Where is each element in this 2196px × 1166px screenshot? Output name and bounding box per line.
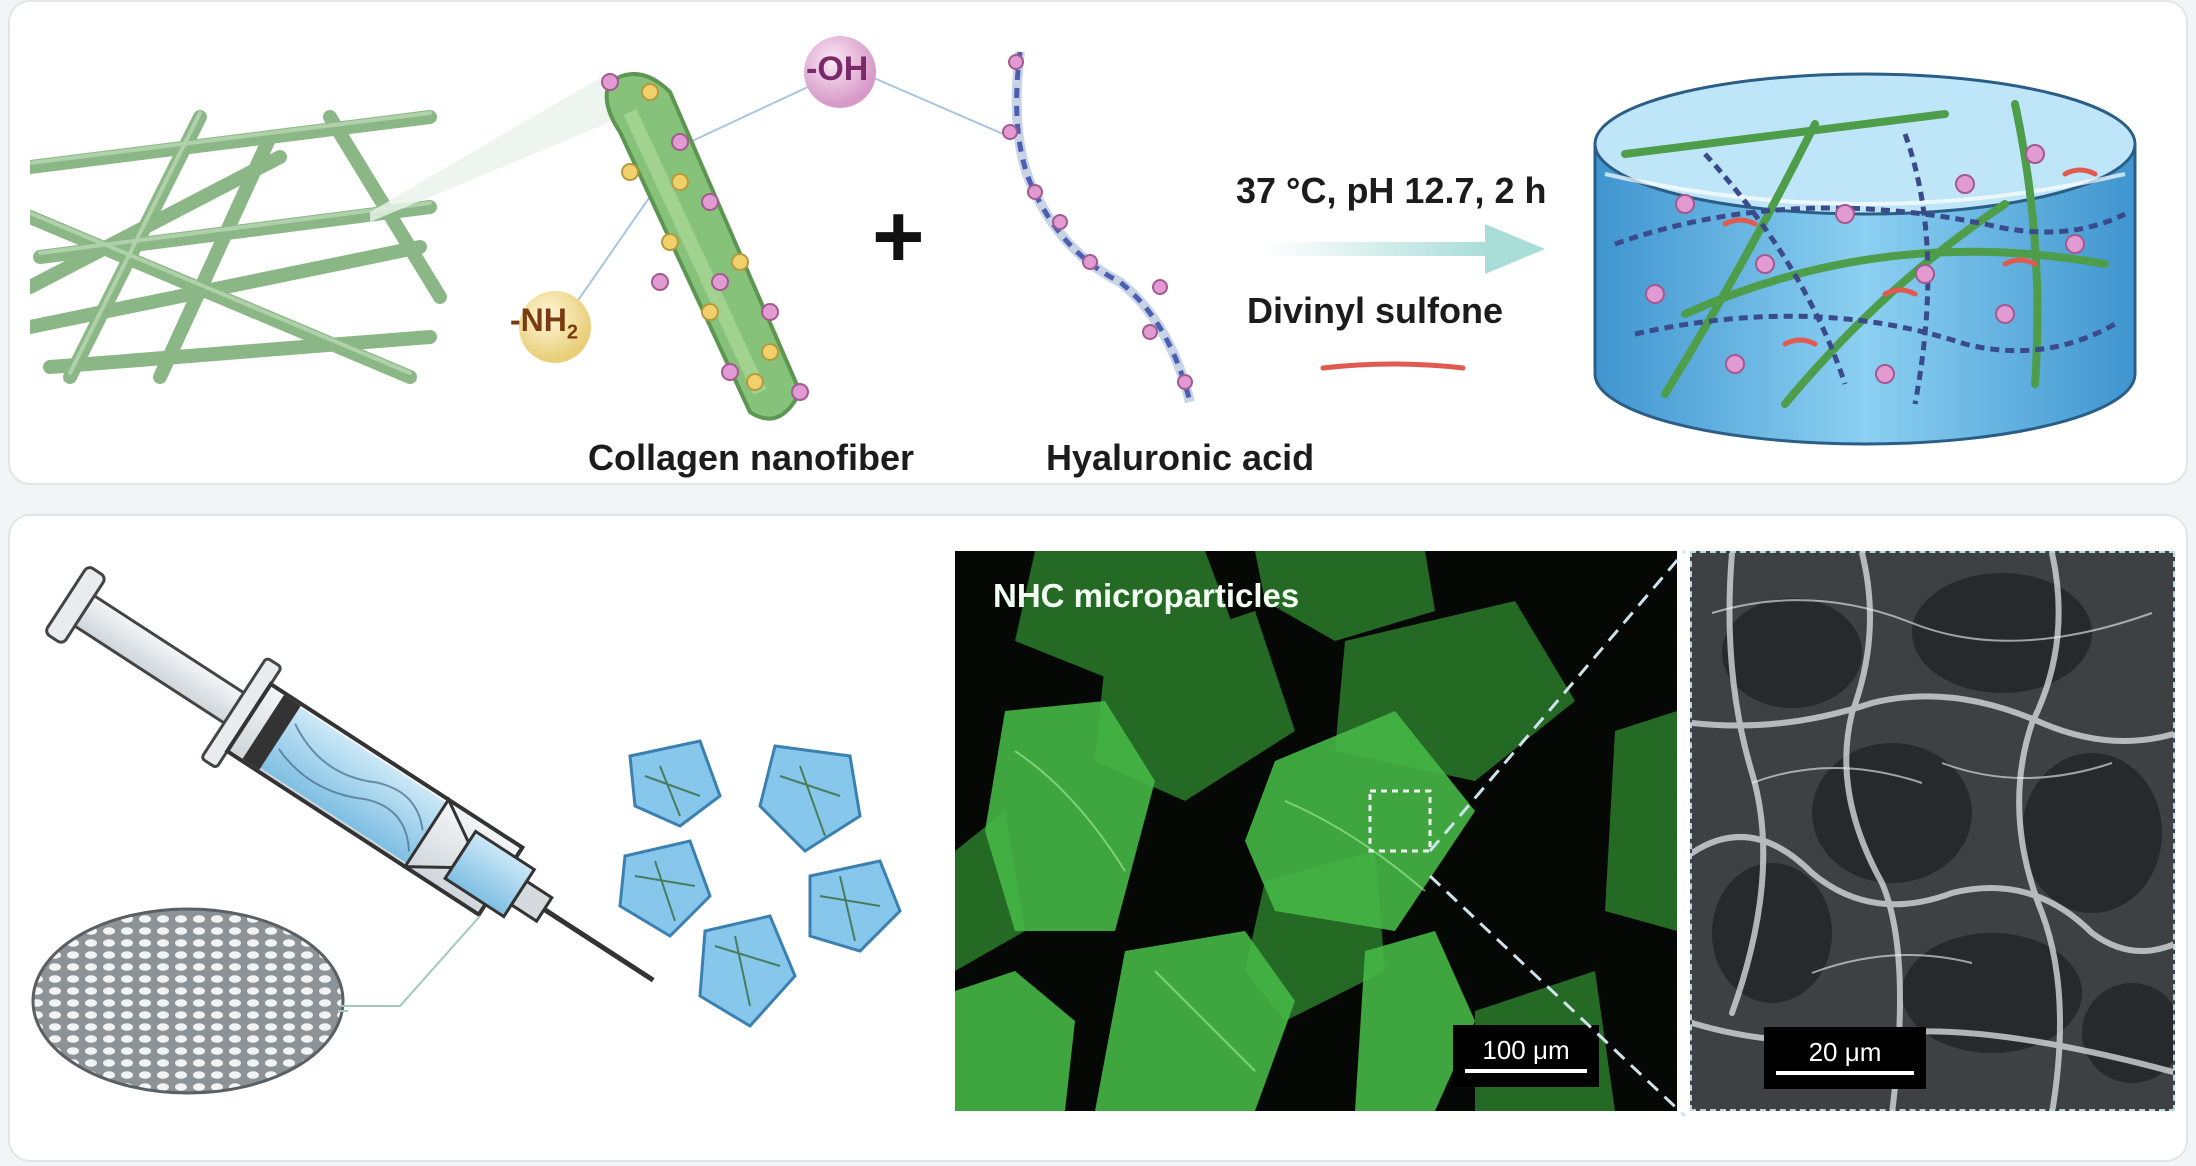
fluorescence-micrograph: NHC microparticles 100 μm [955,551,1677,1111]
syringe-icon [45,566,655,983]
fluorescence-title: NHC microparticles [993,577,1300,614]
collagen-nanofiber-icon [601,72,809,421]
fiber-network-icon [30,110,447,384]
hyaluronic-acid-chain-icon [1002,51,1195,404]
synthesis-panel: -OH -NH2 + 37 °C, pH 12.7, 2 h Divinyl s… [8,0,2188,485]
hydroxyl-group-label: -OH [806,50,869,88]
reaction-conditions: 37 °C, pH 12.7, 2 h [1236,170,1547,211]
scale-bar-line [1465,1069,1587,1073]
scale-bar-line-sem [1776,1071,1914,1075]
microparticle-cluster-icon [618,739,902,1028]
amine-bubble-icon [519,291,591,363]
scale-bar-sem-label: 20 μm [1808,1037,1882,1067]
amine-subscript: 2 [566,321,578,344]
hydrogel-cylinder-icon [1593,72,2137,446]
reaction-arrow-icon [1265,224,1545,274]
mesh-filter-icon [31,907,348,1095]
sem-micrograph: 20 μm [1690,551,2175,1111]
amine-base-text: -NH [510,302,567,338]
scale-bar-fluorescence: 100 μm [1453,1025,1599,1087]
crosslinker-label: Divinyl sulfone [1247,290,1504,331]
scale-bar-sem: 20 μm [1764,1027,1926,1089]
sem-texture [1692,553,2173,1109]
amine-group-label: -NH2 [510,302,578,344]
collagen-nanofiber-label: Collagen nanofiber [588,437,915,478]
mesh-connector [340,915,481,1007]
hyaluronic-acid-label: Hyaluronic acid [1046,437,1315,478]
scale-bar-fluorescence-label: 100 μm [1482,1035,1570,1065]
fluorescence-particles [955,551,1677,1111]
plus-sign: + [872,187,925,287]
crosslinker-icon [1320,361,1466,371]
zoom-cone [370,72,610,222]
zoom-guide-lines [1428,550,1687,1118]
injection-panel: NHC microparticles 100 μm [8,514,2188,1162]
hydroxyl-bubble-icon [804,36,876,108]
